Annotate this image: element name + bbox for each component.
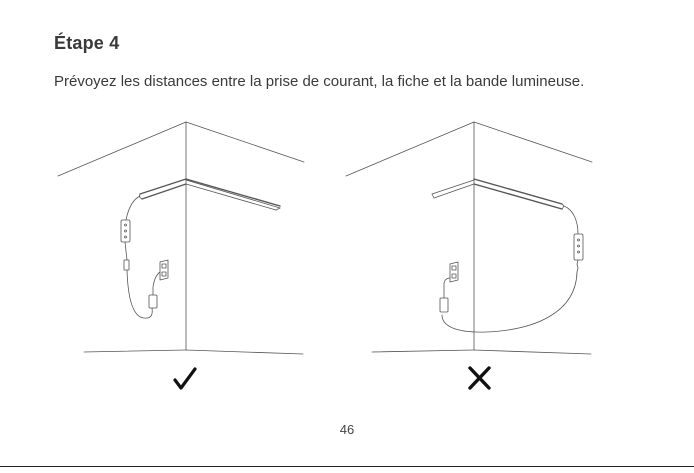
bottom-divider (0, 466, 694, 467)
wall-outlet (160, 260, 168, 280)
check-mark-icon (166, 362, 206, 396)
room-corner (58, 122, 304, 354)
wall-outlet (450, 262, 458, 282)
light-strip (474, 179, 564, 209)
step-instruction: Prévoyez les distances entre la prise de… (54, 73, 584, 90)
correct-setup-illustration (48, 112, 348, 362)
cross-mark-icon (460, 362, 500, 396)
room-corner (346, 122, 592, 354)
cable (121, 196, 160, 318)
page-number: 46 (0, 422, 694, 437)
step-title: Étape 4 (54, 33, 119, 54)
incorrect-setup-illustration (336, 112, 636, 362)
cable (440, 206, 583, 332)
